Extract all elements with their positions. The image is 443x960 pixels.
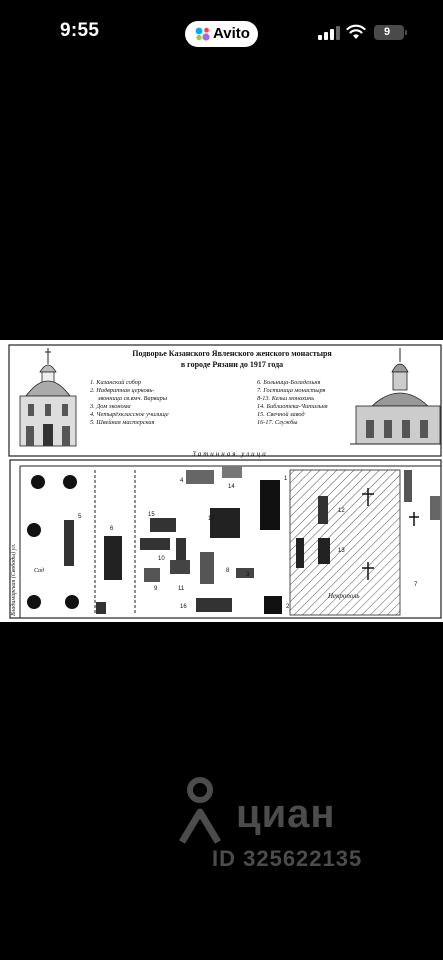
- plan-number-12: 12: [338, 508, 345, 514]
- plan-number-13: 13: [338, 548, 345, 554]
- clock: 9:55: [60, 20, 100, 41]
- legend-left-6: 5. Швейная мастерская: [90, 419, 154, 426]
- legend-left-4: 3. Дом эконома: [89, 403, 131, 410]
- plan-title-line1: Подворье Казанского Явленского женского …: [132, 349, 332, 358]
- legend-left-1: 1. Казанский собор: [90, 379, 141, 386]
- plan-number-3: 3: [246, 572, 250, 578]
- plan-number-14: 14: [228, 484, 235, 490]
- legend-right-6: 16-17. Службы: [257, 419, 298, 426]
- plan-number-16: 16: [180, 604, 187, 610]
- avito-label: Avito: [213, 25, 250, 42]
- legend-right-5: 15. Свечной завод: [257, 411, 305, 418]
- plan-number-6: 6: [110, 526, 114, 532]
- plan-title-line2: в городе Рязани до 1917 года: [181, 360, 283, 369]
- legend-left-3: звонница св.вмч. Варвары: [97, 395, 168, 402]
- site-plan: 1 2 3 4 5 6 7 8 9 10 11 12 13 14 15 16 1…: [9, 459, 442, 619]
- battery-icon: 9: [374, 25, 404, 40]
- plan-number-1: 1: [284, 476, 288, 482]
- legend-left-5: 4. Четырёхклассное училище: [90, 411, 169, 418]
- plan-number-10: 10: [158, 556, 165, 562]
- status-bar: 9:55 Avito 9: [0, 0, 443, 66]
- plan-number-4: 4: [180, 478, 184, 484]
- plan-number-15: 15: [148, 512, 155, 518]
- monastery-plan-image: Подворье Казанского Явленского женского …: [8, 344, 442, 619]
- watermark-brand: циан: [236, 792, 336, 836]
- map-pin-icon: [178, 777, 222, 844]
- legend-right-2: 7. Гостиница монастыря: [257, 387, 326, 394]
- right-church-drawing: [350, 348, 441, 445]
- plan-number-11: 11: [178, 586, 185, 592]
- left-church-drawing: [19, 348, 77, 447]
- street-left-label: Владимирская (Свободы) ул.: [10, 544, 17, 616]
- street-top-label: Затинная улица: [192, 450, 268, 458]
- legend-right-3: 8-13. Кельи монахинь: [257, 395, 314, 402]
- cian-watermark: циан ID 325622135: [176, 776, 406, 876]
- plan-number-7: 7: [414, 582, 418, 588]
- signal-icon: [318, 26, 340, 40]
- watermark-id: ID 325622135: [212, 846, 363, 871]
- legend-left-2: 2. Надвратная церковь-: [90, 387, 154, 394]
- plan-number-17: 17: [208, 516, 215, 522]
- necropolis-label: Некрополь: [327, 592, 360, 600]
- wifi-icon: [346, 24, 366, 39]
- plan-number-9: 9: [154, 586, 158, 592]
- avito-logo-icon: [195, 27, 210, 41]
- listing-photo[interactable]: Подворье Казанского Явленского женского …: [0, 340, 443, 622]
- avito-app-pill[interactable]: Avito: [185, 21, 258, 47]
- garden-label: Сад: [34, 567, 44, 574]
- battery-tip: [405, 30, 407, 35]
- plan-number-2: 2: [286, 604, 290, 610]
- legend-right-4: 14. Библиотека-Читальня: [257, 403, 328, 410]
- legend-right-1: 6. Больница-Богадельня: [257, 379, 320, 386]
- plan-number-8: 8: [226, 568, 230, 574]
- battery-level: 9: [383, 26, 391, 38]
- plan-number-5: 5: [78, 514, 82, 520]
